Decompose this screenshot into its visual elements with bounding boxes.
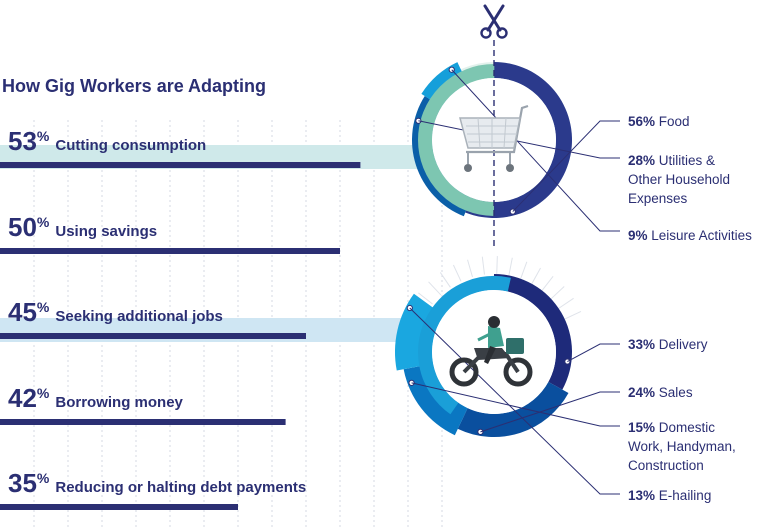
scissors-icon	[480, 4, 508, 39]
sun-ray	[508, 257, 513, 276]
segment-text: Utilities &	[658, 153, 716, 168]
segment-text: Leisure Activities	[651, 228, 752, 243]
row-label-cutting-consumption: 53% Cutting consumption	[8, 126, 206, 157]
slice-sales	[457, 381, 569, 437]
segment-text: E-hailing	[658, 488, 712, 503]
row-pct-sign: %	[36, 385, 50, 401]
row-pct-sign: %	[36, 128, 50, 144]
row-pct: 53	[8, 126, 37, 156]
row-pct: 42	[8, 383, 37, 413]
bar-cutting-consumption	[0, 162, 361, 168]
sun-ray	[496, 256, 498, 275]
sun-ray	[418, 292, 433, 305]
slice-food	[465, 62, 572, 219]
segment-label-delivery: 33% Delivery	[628, 335, 708, 354]
sun-ray	[439, 272, 451, 288]
chart-title: How Gig Workers are Adapting	[2, 76, 267, 96]
sun-ray	[520, 261, 528, 279]
row-text: Seeking additional jobs	[55, 308, 223, 325]
sun-ray	[558, 297, 574, 309]
row-label-reducing-debt-payments: 35% Reducing or halting debt payments	[8, 468, 306, 499]
segment-pct: 24%	[628, 385, 656, 400]
sun-ray	[481, 256, 485, 275]
row-label-seeking-additional-jobs: 45% Seeking additional jobs	[8, 297, 223, 328]
row-label-using-savings: 50% Using savings	[8, 212, 157, 243]
sun-ray	[531, 267, 541, 285]
row-text: Reducing or halting debt payments	[55, 479, 307, 496]
segment-pct: 13%	[628, 488, 656, 503]
donut-ring	[418, 276, 570, 428]
row-text: Using savings	[55, 223, 158, 240]
segment-text: Work, Handyman,	[628, 439, 736, 454]
leader-line	[409, 307, 620, 495]
leader-line	[411, 382, 620, 427]
segment-text: Delivery	[658, 337, 708, 352]
segment-text: Expenses	[628, 191, 688, 206]
segment-pct: 9%	[628, 228, 648, 243]
shopping-cart-icon	[459, 104, 529, 172]
sun-ray	[467, 259, 473, 278]
bar-reducing-or-halting-debt-payments	[0, 504, 238, 510]
bar-seeking-additional-jobs	[0, 333, 306, 339]
sun-ray	[452, 264, 462, 282]
row-label-borrowing-money: 42% Borrowing money	[8, 383, 183, 414]
bar-series	[0, 162, 361, 510]
sun-ray	[428, 281, 442, 296]
row-pct: 35	[8, 468, 37, 498]
segment-label-leisure: 9% Leisure Activities	[628, 226, 752, 245]
row-pct: 50	[8, 212, 37, 242]
segment-text: Domestic	[658, 420, 716, 435]
motorcycle-rider-icon	[449, 316, 533, 387]
segment-pct: 33%	[628, 337, 656, 352]
bar-using-savings	[0, 248, 340, 254]
segment-text: Sales	[658, 385, 693, 400]
leader-line	[512, 120, 620, 212]
row-pct: 45	[8, 297, 37, 327]
leader-line	[480, 391, 620, 433]
segment-pct: 15%	[628, 420, 656, 435]
segment-label-sales: 24% Sales	[628, 383, 693, 402]
slice-delivery	[494, 274, 572, 390]
segment-label-e-hailing: 13% E-hailing	[628, 486, 711, 505]
segment-text: Food	[658, 114, 690, 129]
row-pct-sign: %	[36, 214, 50, 230]
segment-label-food: 56% Food	[628, 112, 690, 131]
bar-borrowing-money	[0, 419, 286, 425]
segment-text: Construction	[628, 458, 704, 473]
row-pct-sign: %	[36, 470, 50, 486]
row-text: Cutting consumption	[55, 137, 207, 154]
segment-pct: 28%	[628, 153, 656, 168]
row-pct-sign: %	[36, 299, 50, 315]
row-text: Borrowing money	[55, 394, 183, 411]
segment-label-utilities: 28% Utilities & Other Household Expenses	[628, 151, 730, 208]
segment-text: Other Household	[628, 172, 731, 187]
segment-pct: 56%	[628, 114, 656, 129]
sun-ray	[550, 286, 565, 300]
leader-line	[567, 343, 620, 362]
sun-ray	[541, 276, 554, 291]
sun-ray	[564, 310, 582, 320]
segment-label-domestic-work: 15% Domestic Work, Handyman, Constructio…	[628, 418, 736, 475]
